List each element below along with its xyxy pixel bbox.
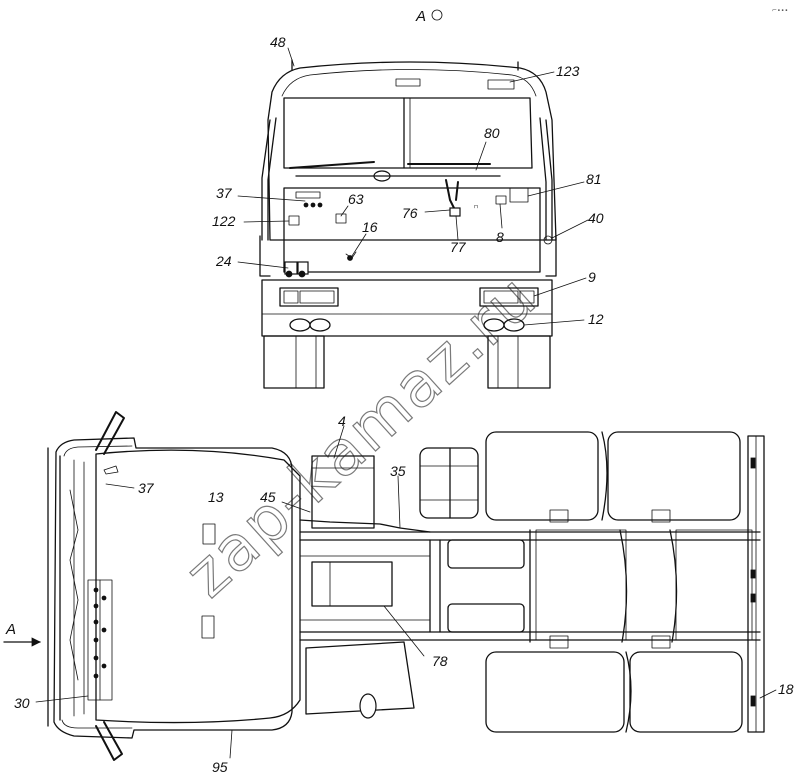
mirror-left (95, 411, 125, 455)
label-8: 8 (496, 229, 504, 245)
air-tanks (419, 447, 479, 519)
label-123: 123 (556, 63, 580, 79)
windshield (283, 97, 533, 169)
front-wheel-right (487, 335, 551, 389)
watermark: zap-kamaz.ru (171, 259, 551, 612)
fuel-tank-1 (485, 431, 599, 521)
front-bumper (261, 279, 553, 337)
label-4: 4 (338, 413, 346, 429)
label-18: 18 (778, 681, 794, 697)
label-80: 80 (484, 125, 500, 141)
label-30: 30 (14, 695, 30, 711)
view-marker-circle (431, 9, 443, 21)
fuel-tank-3 (485, 651, 625, 733)
label-76: 76 (402, 205, 418, 221)
label-95: 95 (212, 759, 228, 775)
label-122: 122 (212, 213, 236, 229)
tool-box (311, 561, 393, 607)
label-37-front: 37 (216, 185, 233, 201)
label-12: 12 (588, 311, 604, 327)
headlight-left (279, 287, 339, 307)
label-13: 13 (208, 489, 224, 505)
cab-roof (95, 449, 301, 724)
label-48: 48 (270, 34, 286, 50)
svg-text:⊓: ⊓ (474, 204, 478, 210)
label-16: 16 (362, 219, 378, 235)
section-marker: A (5, 621, 16, 638)
view-title: A (415, 8, 426, 25)
fuel-tank-4 (629, 651, 743, 733)
headlight-right (479, 287, 539, 307)
cab-top-outline (53, 437, 293, 739)
label-37-top: 37 (138, 480, 155, 496)
wiper-left (289, 161, 375, 169)
label-45: 45 (260, 489, 276, 505)
front-view: A ⌐∙∙∙ (212, 7, 788, 389)
label-63: 63 (348, 191, 364, 207)
label-81: 81 (586, 171, 602, 187)
lower-box (305, 641, 415, 715)
front-wheel-left (263, 335, 325, 389)
battery-box (311, 455, 375, 529)
cab-outline (267, 61, 557, 241)
label-35: 35 (390, 463, 406, 479)
label-40: 40 (588, 210, 604, 226)
mirror-right (95, 721, 123, 761)
label-24: 24 (215, 253, 232, 269)
front-panel (283, 187, 541, 273)
svg-text:⌐∙∙∙: ⌐∙∙∙ (772, 7, 788, 14)
label-9: 9 (588, 269, 596, 285)
fuel-tank-2 (607, 431, 741, 521)
top-view: A 4 35 37 45 13 78 30 95 18 (3, 411, 794, 775)
label-77: 77 (450, 239, 467, 255)
watermark-text: zap-kamaz.ru (171, 259, 550, 611)
label-78: 78 (432, 653, 448, 669)
